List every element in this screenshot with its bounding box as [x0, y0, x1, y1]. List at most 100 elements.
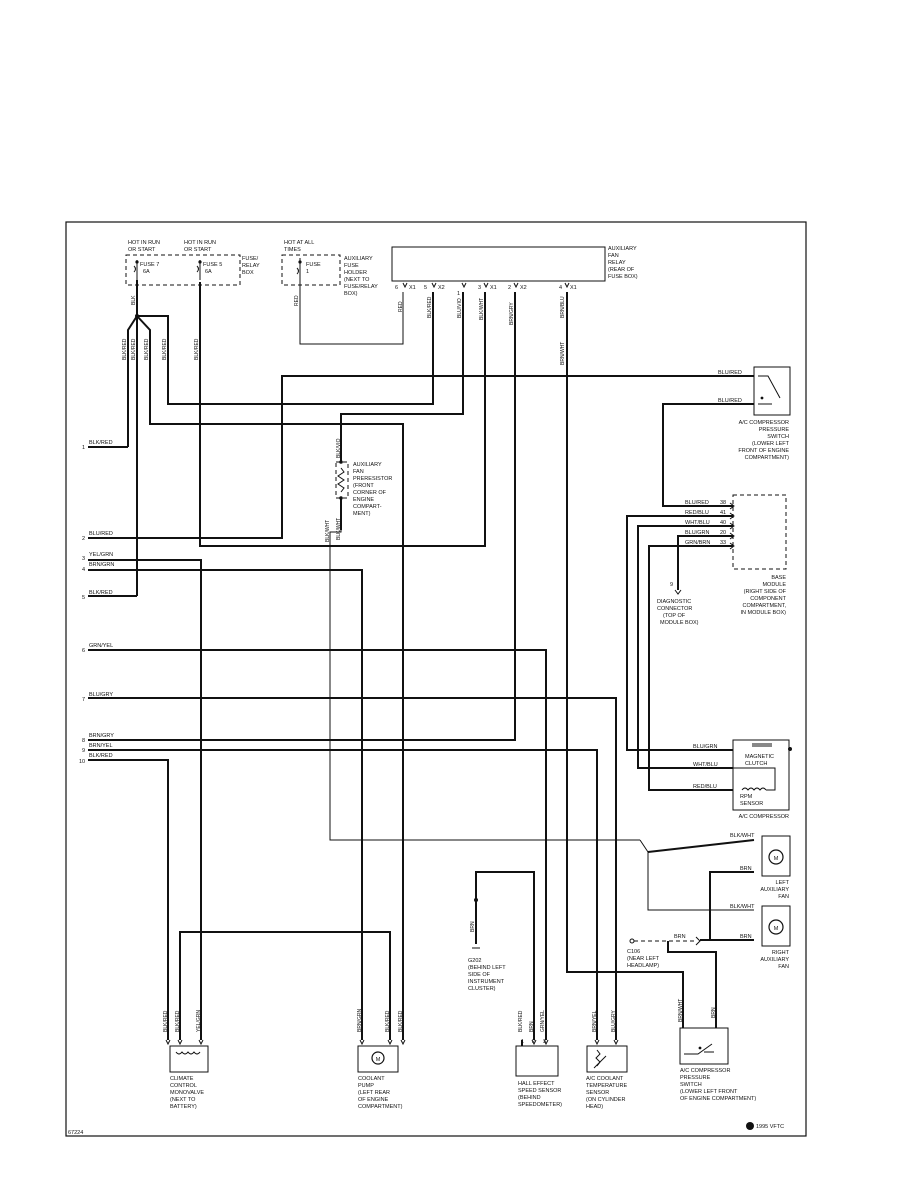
svg-text:9: 9 [82, 748, 85, 754]
svg-text:33: 33 [720, 540, 726, 546]
svg-text:BASE: BASE [771, 575, 786, 581]
svg-text:4: 4 [82, 567, 85, 573]
svg-text:FUSE BOX): FUSE BOX) [608, 274, 638, 280]
ac-pressure-switch-bottom: BRN/WHT BRN A/C COMPRESSOR PRESSURE SWIT… [678, 999, 756, 1102]
svg-text:BLK/WHT: BLK/WHT [336, 518, 342, 540]
svg-text:GRN/YEL: GRN/YEL [540, 1010, 546, 1032]
svg-text:1995 VFTC: 1995 VFTC [756, 1124, 784, 1130]
svg-text:3: 3 [543, 1039, 546, 1045]
hot-label-1b: OR START [128, 247, 156, 253]
svg-text:BOX: BOX [242, 270, 254, 276]
svg-text:BRN/GRY: BRN/GRY [509, 302, 515, 325]
svg-text:X1: X1 [570, 285, 577, 291]
svg-text:OF ENGINE COMPARTMENT): OF ENGINE COMPARTMENT) [680, 1096, 756, 1102]
svg-text:BLK/RED: BLK/RED [518, 1010, 524, 1032]
svg-text:BLK/WHT: BLK/WHT [479, 298, 485, 320]
svg-text:BRN/YEL: BRN/YEL [89, 743, 113, 749]
svg-text:BLU/GRN: BLU/GRN [693, 744, 717, 750]
svg-text:(NEXT TO: (NEXT TO [170, 1097, 196, 1103]
svg-text:FUSE: FUSE [306, 262, 321, 268]
svg-text:RED: RED [398, 301, 404, 312]
svg-text:OF ENGINE: OF ENGINE [358, 1097, 389, 1103]
hot-label-1a: HOT IN RUN [128, 240, 160, 246]
svg-text:3: 3 [82, 556, 85, 562]
svg-text:BRN/WHT: BRN/WHT [678, 999, 684, 1022]
svg-text:BLK/RED: BLK/RED [385, 1010, 391, 1032]
svg-text:BLU/RED: BLU/RED [89, 531, 113, 537]
svg-text:BRN/GRN: BRN/GRN [89, 562, 114, 568]
svg-text:BRN: BRN [470, 921, 476, 932]
fuse7-label-2: 6A [143, 269, 150, 275]
svg-text:RIGHT: RIGHT [772, 950, 790, 956]
svg-text:BLK/RED: BLK/RED [175, 1010, 181, 1032]
svg-text:FUSE: FUSE [344, 263, 359, 269]
svg-text:HOLDER: HOLDER [344, 270, 367, 276]
svg-text:(RIGHT SIDE OF: (RIGHT SIDE OF [744, 589, 787, 595]
svg-text:7: 7 [82, 697, 85, 703]
svg-text:BRN/YEL: BRN/YEL [592, 1010, 598, 1032]
svg-text:MODULE BOX): MODULE BOX) [660, 620, 699, 626]
svg-text:X1: X1 [490, 285, 497, 291]
relay-pins: 6 X1 5 X2 1 3 X1 2 X2 4 X1 [395, 282, 577, 297]
svg-text:LEFT: LEFT [776, 880, 790, 886]
svg-text:AUXILIARY: AUXILIARY [353, 462, 382, 468]
svg-text:RED: RED [294, 295, 300, 306]
figure-number: 67224 [68, 1130, 83, 1136]
ac-compressor: MAGNETIC CLUTCH RPM SENSOR BLU/GRN WHT/B… [693, 739, 792, 820]
svg-text:3: 3 [478, 285, 481, 291]
svg-text:BRN/BLU: BRN/BLU [560, 296, 566, 318]
svg-text:FRONT OF ENGINE: FRONT OF ENGINE [738, 448, 789, 454]
right-aux-fan: M BLK/WHT BRN RIGHT AUXILIARY FAN [730, 904, 791, 970]
svg-text:SIDE OF: SIDE OF [468, 972, 491, 978]
ac-coolant-temperature-sensor: BRN/YEL BLU/GRY A/C COOLANT TEMPERATURE … [586, 1009, 628, 1110]
svg-text:CONNECTOR: CONNECTOR [657, 606, 692, 612]
svg-text:HALL EFFECT: HALL EFFECT [518, 1081, 555, 1087]
svg-text:(FRONT: (FRONT [353, 483, 374, 489]
svg-text:RELAY: RELAY [608, 260, 626, 266]
svg-text:6: 6 [395, 285, 398, 291]
svg-text:CLIMATE: CLIMATE [170, 1076, 194, 1082]
svg-text:BLK/RED: BLK/RED [194, 338, 200, 360]
svg-text:SWITCH: SWITCH [680, 1082, 702, 1088]
svg-text:1: 1 [82, 445, 85, 451]
svg-text:SPEED SENSOR: SPEED SENSOR [518, 1088, 561, 1094]
svg-text:8: 8 [82, 738, 85, 744]
svg-text:2: 2 [82, 536, 85, 542]
svg-text:FUSE/RELAY: FUSE/RELAY [344, 284, 378, 290]
svg-text:TEMPERATURE: TEMPERATURE [586, 1083, 627, 1089]
svg-text:G202: G202 [468, 958, 481, 964]
svg-text:BRN: BRN [740, 934, 752, 940]
aux-fan-preresistor: AUXILIARY FAN PRERESISTOR (FRONT CORNER … [325, 438, 392, 542]
svg-text:FUSE/: FUSE/ [242, 256, 259, 262]
left-connector: 1 BLK/RED 2 BLU/RED 3 YEL/GRN 4 BRN/GRN … [79, 440, 114, 765]
svg-text:DIAGNOSTIC: DIAGNOSTIC [657, 599, 691, 605]
svg-text:BLK/RED: BLK/RED [122, 338, 128, 360]
svg-text:X2: X2 [438, 285, 445, 291]
svg-text:SENSOR: SENSOR [586, 1090, 609, 1096]
diagram-border [65, 221, 807, 1137]
svg-text:6: 6 [82, 648, 85, 654]
svg-text:9: 9 [670, 582, 673, 588]
svg-text:(BEHIND LEFT: (BEHIND LEFT [468, 965, 506, 971]
svg-text:RPM: RPM [740, 794, 753, 800]
left-aux-fan: M BLK/WHT BRN LEFT AUXILIARY FAN [730, 833, 791, 900]
svg-text:BRN: BRN [711, 1007, 717, 1018]
svg-text:10: 10 [79, 759, 85, 765]
svg-text:COMPARTMENT,: COMPARTMENT, [743, 603, 787, 609]
svg-text:FAN: FAN [778, 894, 789, 900]
svg-text:BLK/RED: BLK/RED [89, 590, 113, 596]
svg-text:C106: C106 [627, 949, 640, 955]
svg-text:BLK: BLK [131, 295, 137, 305]
svg-text:COMPARTMENT): COMPARTMENT) [745, 455, 790, 461]
svg-text:BLK/RED: BLK/RED [144, 338, 150, 360]
motor-icon: M [376, 1057, 381, 1063]
svg-text:BLK/RED: BLK/RED [131, 338, 137, 360]
svg-text:(NEXT TO: (NEXT TO [344, 277, 370, 283]
svg-text:X2: X2 [520, 285, 527, 291]
svg-text:BLK/RED: BLK/RED [398, 1010, 404, 1032]
svg-text:20: 20 [720, 530, 726, 536]
svg-text:AUXILIARY: AUXILIARY [608, 246, 637, 252]
svg-text:MAGNETIC: MAGNETIC [745, 754, 774, 760]
svg-text:BLU/RED: BLU/RED [718, 370, 742, 376]
wires [88, 280, 755, 1040]
